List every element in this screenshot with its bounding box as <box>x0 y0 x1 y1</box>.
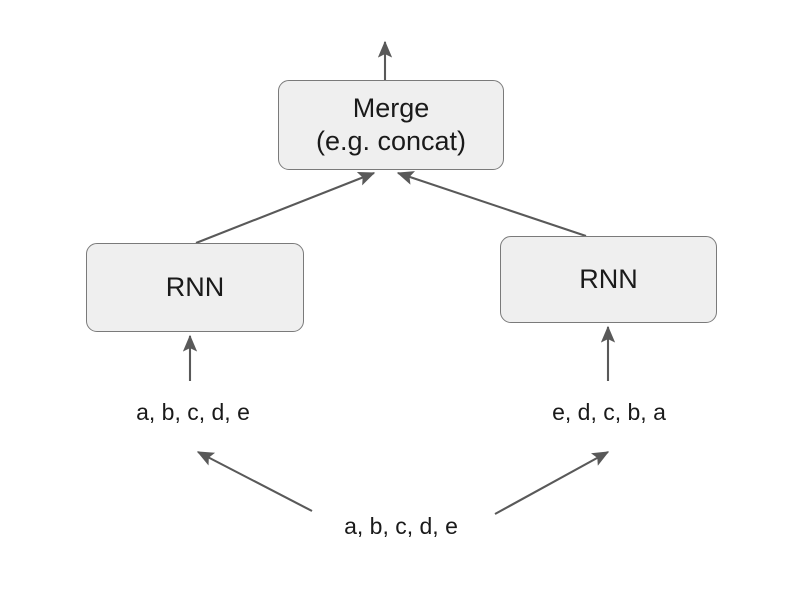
sequence-input-label: a, b, c, d, e <box>344 513 458 539</box>
arrow-left-rnn-to-merge <box>195 172 376 244</box>
rnn-left-node[interactable]: RNN <box>86 243 304 332</box>
rnn-right-node-label: RNN <box>579 264 638 294</box>
arrow-right-rnn-to-merge <box>396 171 587 237</box>
merge-node-title: Merge <box>352 93 430 123</box>
sequence-reversed-label: e, d, c, b, a <box>552 399 666 425</box>
sequence-forward-label: a, b, c, d, e <box>136 399 250 425</box>
rnn-right-node[interactable]: RNN <box>500 236 717 323</box>
merge-node[interactable]: Merge (e.g. concat) <box>278 80 504 170</box>
arrow-input-to-forward-seq <box>196 451 313 512</box>
merge-node-subtitle: (e.g. concat) <box>315 126 467 156</box>
rnn-left-node-label: RNN <box>165 272 225 302</box>
arrow-input-to-reversed-seq <box>494 451 610 515</box>
